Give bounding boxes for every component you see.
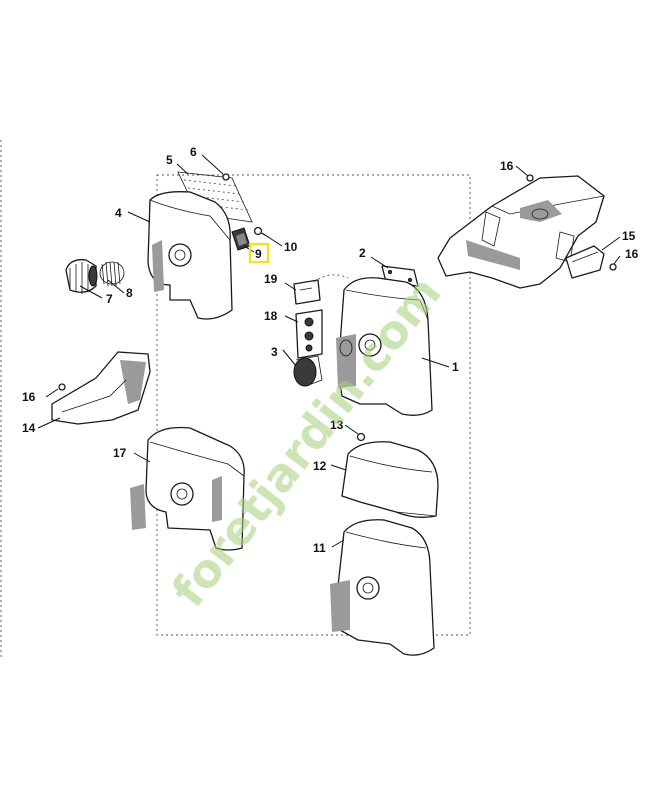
callout-8: 8	[126, 286, 133, 300]
callout-4: 4	[115, 206, 122, 220]
part-14-cover	[51, 351, 151, 425]
callout-18: 18	[264, 309, 278, 323]
callout-15: 15	[622, 229, 636, 243]
part-16-screw-left	[58, 383, 66, 391]
callout-3: 3	[271, 345, 278, 359]
callout-5: 5	[166, 153, 173, 167]
part-19-label	[293, 274, 349, 305]
callout-17: 17	[113, 446, 127, 460]
part-16-screw-top	[526, 174, 534, 182]
leader-lines	[37, 154, 621, 548]
callout-2: 2	[359, 246, 366, 260]
part-15-bracket	[565, 245, 605, 279]
part-6-screw	[222, 173, 230, 181]
part-4-shroud	[147, 191, 233, 320]
part-17-shroud	[130, 426, 245, 551]
callout-16-top: 16	[500, 159, 514, 173]
callout-6: 6	[190, 145, 197, 159]
engine-housing	[437, 175, 605, 289]
callout-12: 12	[313, 459, 327, 473]
callout-9-highlight-box	[248, 242, 270, 264]
part-13-screw	[356, 432, 366, 442]
callout-9: 9	[255, 247, 262, 261]
callout-13: 13	[330, 418, 344, 432]
part-1-cover	[336, 277, 433, 416]
callout-10: 10	[284, 240, 298, 254]
callout-14: 14	[22, 421, 36, 435]
callout-11: 11	[313, 541, 326, 555]
part-18-decal	[295, 309, 323, 359]
assembly-frame	[156, 174, 471, 636]
part-7-knob	[65, 259, 98, 294]
part-8-spring	[99, 261, 125, 287]
callout-16-right: 16	[625, 247, 639, 261]
part-3-knob	[293, 355, 323, 387]
part-11-cover	[330, 519, 435, 656]
callout-labels: 1 2 3 4 5 6 7 8 9 10 11 12 13 14 15 16 1…	[22, 145, 639, 555]
part-12-cover	[341, 441, 439, 518]
part-16-screw-right	[609, 263, 617, 271]
callout-19: 19	[264, 272, 278, 286]
part-9-clip	[231, 227, 251, 251]
callout-7: 7	[106, 292, 113, 306]
callout-1: 1	[452, 360, 459, 374]
callout-16-left: 16	[22, 390, 36, 404]
